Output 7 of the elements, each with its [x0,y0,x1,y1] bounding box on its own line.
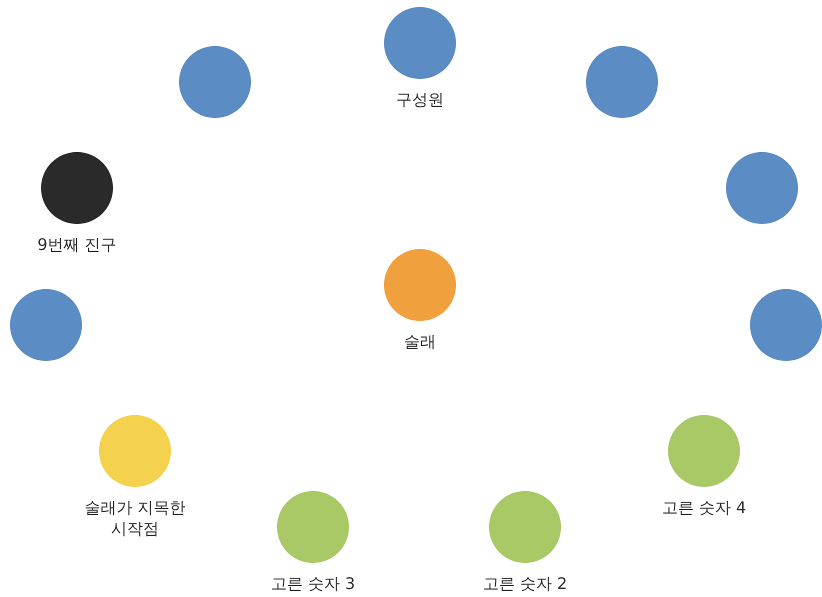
node-label: 9번째 진구 [37,234,117,255]
node-label: 술래가 지목한 시작점 [83,497,187,539]
node-label: 고른 숫자 2 [482,573,568,594]
node-label: 고른 숫자 4 [662,497,746,518]
node-label: 고른 숫자 3 [270,573,356,594]
node-label: 구성원 [396,89,444,110]
node-label: 술래 [404,331,436,352]
